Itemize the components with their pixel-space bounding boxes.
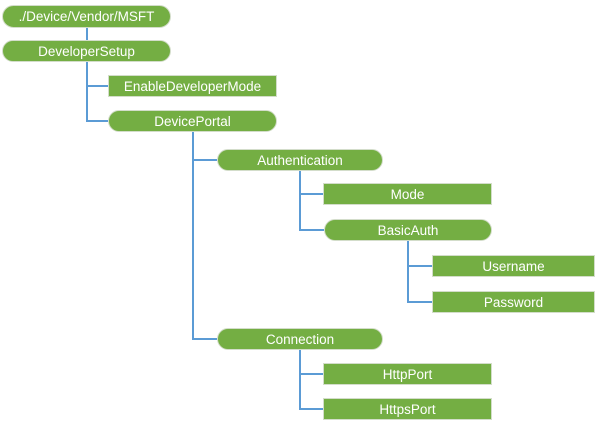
tree-node-developer-setup: DeveloperSetup (2, 40, 171, 62)
tree-node-http-port: HttpPort (323, 363, 492, 385)
tree-node-connection: Connection (217, 328, 383, 350)
connector-line (299, 350, 301, 410)
connector-line (299, 171, 301, 231)
connector-line (299, 373, 323, 375)
tree-node-username: Username (432, 255, 595, 277)
connector-line (86, 85, 108, 87)
connector-line (299, 408, 323, 410)
connector-line (192, 338, 217, 340)
tree-node-root: ./Device/Vendor/MSFT (2, 5, 171, 28)
tree-node-basic-auth: BasicAuth (324, 219, 492, 241)
tree-node-password: Password (432, 291, 595, 313)
connector-line (192, 159, 217, 161)
connector-line (192, 132, 194, 340)
connector-line (407, 241, 409, 303)
connector-line (299, 229, 324, 231)
connector-line (86, 120, 108, 122)
connector-line (407, 301, 432, 303)
connector-line (407, 265, 432, 267)
tree-node-mode: Mode (323, 183, 492, 205)
tree-node-authentication: Authentication (217, 149, 383, 171)
tree-node-https-port: HttpsPort (323, 398, 492, 420)
tree-node-enable-developer-mode: EnableDeveloperMode (108, 75, 277, 97)
connector-line (86, 28, 88, 40)
connector-line (86, 62, 88, 122)
connector-line (299, 193, 323, 195)
tree-node-device-portal: DevicePortal (108, 110, 277, 132)
